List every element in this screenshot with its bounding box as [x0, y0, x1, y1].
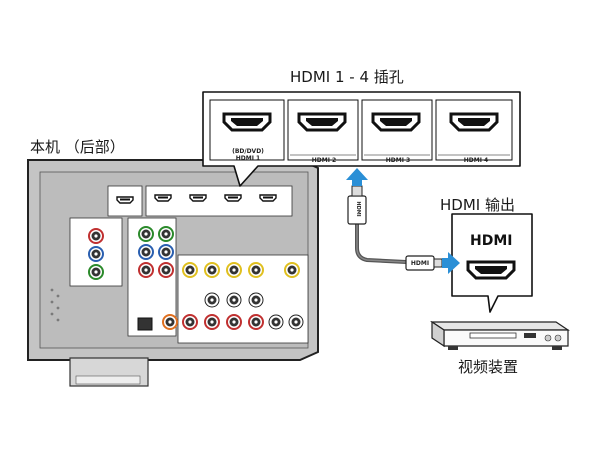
hdmi-cable: [347, 185, 443, 271]
video-device-label: 视频装置: [458, 358, 519, 376]
hdmi-port-icon: [222, 112, 272, 132]
port-label-hdmi1: (BD/DVD) HDMI 1: [232, 148, 264, 162]
hdmi-inputs-title: HDMI 1 - 4 插孔: [290, 68, 404, 86]
hdmi-port-icon: [371, 112, 421, 132]
hdmi-port-icon: [449, 112, 499, 132]
dvd-player-icon: [430, 320, 570, 350]
arrow-up-icon: [346, 168, 368, 186]
port-label-hdmi4: HDMI 4: [463, 157, 489, 164]
hdmi-port-icon: [297, 112, 347, 132]
receiver-rear-panel: [27, 159, 319, 387]
arrow-right-icon: [442, 252, 460, 274]
hdmi-port-icon: [466, 260, 516, 280]
hdmi-inputs-callout: [202, 91, 521, 187]
hdmi-output-title: HDMI 输出: [440, 196, 515, 214]
device-port-label: HDMI: [470, 233, 513, 249]
device-hdmi-callout: [451, 213, 533, 313]
unit-rear-label: 本机 （后部）: [30, 138, 125, 156]
port-label-hdmi3: HDMI 3: [385, 157, 411, 164]
cable-plug-label-horizontal: HDMI: [410, 260, 430, 267]
cable-plug-label-vertical: HDMI: [355, 201, 361, 217]
port-label-hdmi2: HDMI 2: [311, 157, 337, 164]
